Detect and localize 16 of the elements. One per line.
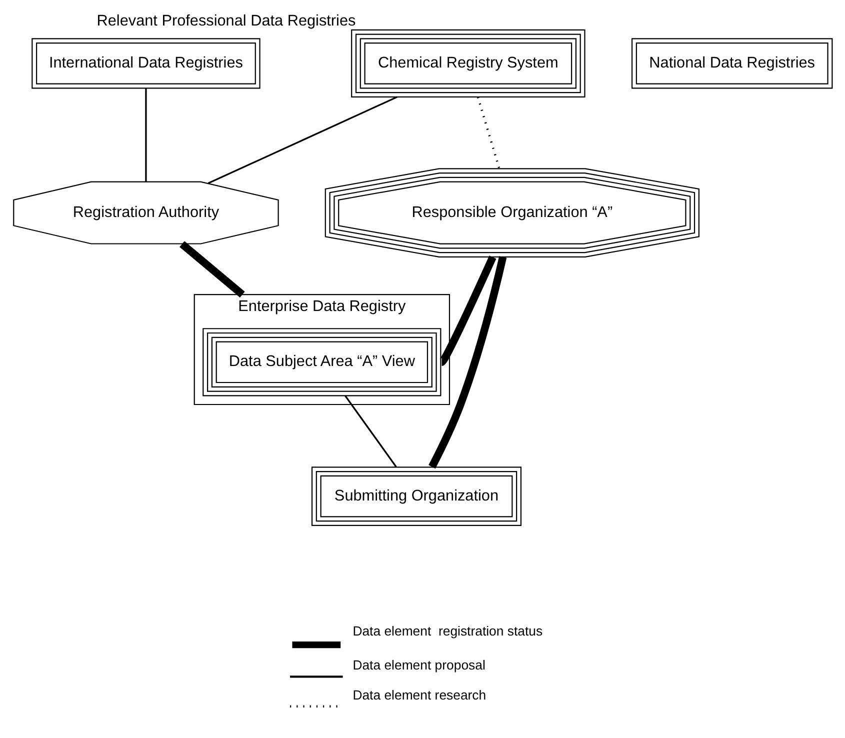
legend-label: Data element proposal <box>352 657 485 672</box>
connector <box>438 255 496 364</box>
connector <box>144 88 146 181</box>
connector <box>428 256 506 468</box>
node-box: Submitting Organization <box>310 466 521 526</box>
connector <box>476 96 500 168</box>
legend-label: Data element registration status <box>352 623 542 638</box>
node-box: International Data Registries <box>31 38 260 88</box>
node-box: Data Subject Area “A” View <box>202 328 441 396</box>
connector <box>179 240 244 297</box>
node-box: Chemical Registry System <box>350 28 585 98</box>
node-label: Relevant Professional Data Registries <box>96 12 356 30</box>
node-box: National Data Registries <box>630 38 832 88</box>
connector <box>344 394 396 467</box>
legend-label: Data element research <box>352 686 486 702</box>
connector <box>207 96 397 184</box>
